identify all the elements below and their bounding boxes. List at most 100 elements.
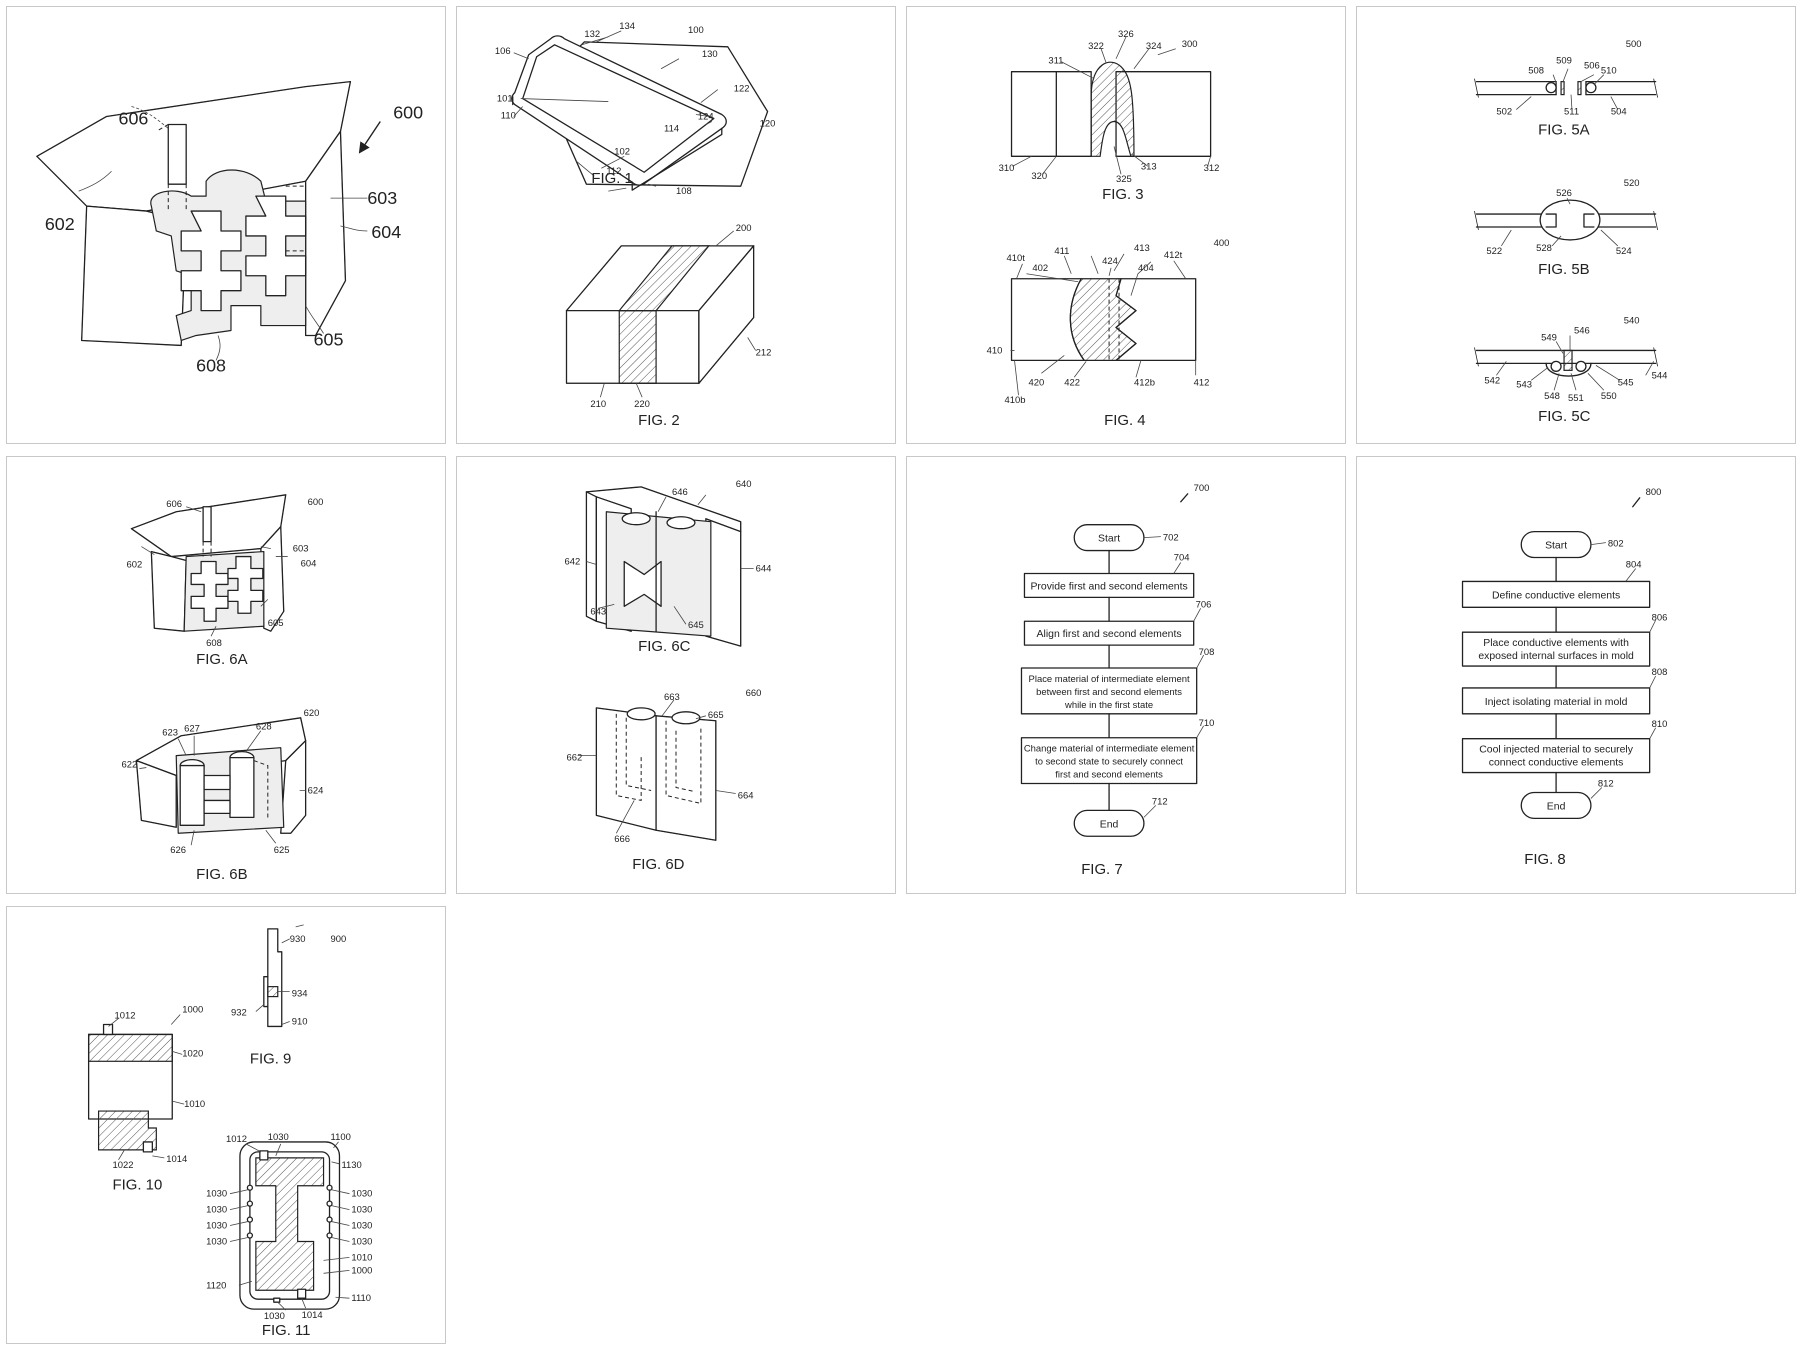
ref-702: 702 bbox=[1163, 533, 1179, 544]
contacts-1030 bbox=[246, 1184, 333, 1303]
ref-524: 524 bbox=[1616, 246, 1632, 257]
caption-fig-6d: FIG. 6D bbox=[632, 856, 684, 873]
ref-1030-right-2: 1030 bbox=[351, 1205, 372, 1216]
ref-528: 528 bbox=[1536, 243, 1552, 254]
ref-625: 625 bbox=[274, 845, 290, 856]
ref-627: 627 bbox=[184, 724, 200, 735]
flow-end-label-8: End bbox=[1547, 801, 1566, 812]
caption-fig-1: FIG. 1 bbox=[591, 170, 632, 187]
ref-110: 110 bbox=[501, 110, 516, 121]
ref-410t: 410t bbox=[1007, 253, 1026, 264]
ref-546: 546 bbox=[1574, 326, 1590, 337]
ref-624: 624 bbox=[308, 785, 324, 796]
ref-1020: 1020 bbox=[182, 1048, 203, 1059]
ref-604: 604 bbox=[371, 222, 401, 242]
ref-646: 646 bbox=[672, 487, 688, 498]
flow-start-label-8: Start bbox=[1545, 541, 1567, 552]
element-934 bbox=[267, 986, 279, 998]
ref-508: 508 bbox=[1528, 66, 1544, 77]
ref-130: 130 bbox=[702, 49, 718, 60]
ref-660: 660 bbox=[746, 688, 762, 699]
ref-1110: 1110 bbox=[351, 1293, 371, 1304]
figure-7-panel: 700 Start 702 Provide first and second e… bbox=[906, 456, 1346, 894]
flow-end-812 bbox=[1520, 791, 1592, 819]
caption-fig-3: FIG. 3 bbox=[1102, 186, 1143, 203]
flow-step-704-label: Provide first and second elements bbox=[1030, 581, 1187, 592]
ref-665: 665 bbox=[708, 710, 724, 721]
ref-1030-right-3: 1030 bbox=[351, 1221, 372, 1232]
ref-6a-603: 603 bbox=[293, 544, 309, 555]
ref-662: 662 bbox=[567, 753, 583, 764]
figure-9-10-11-panel: 930 900 934 932 910 FIG. 9 1012 1000 102… bbox=[6, 906, 446, 1344]
ref-1030-left-2: 1030 bbox=[206, 1205, 227, 1216]
ref-210: 210 bbox=[590, 399, 606, 410]
ref-6a-608: 608 bbox=[206, 638, 222, 649]
figure-3-4-drawing: 326 322 324 300 311 310 320 325 313 312 … bbox=[987, 29, 1230, 429]
flow-step-710-label-3: first and second elements bbox=[1055, 770, 1163, 781]
ref-402: 402 bbox=[1032, 263, 1048, 274]
ref-802: 802 bbox=[1608, 539, 1624, 550]
ref-1030-right-1: 1030 bbox=[351, 1189, 372, 1200]
ref-322: 322 bbox=[1088, 41, 1104, 52]
ref-100: 100 bbox=[688, 25, 704, 36]
ref-1030-left-3: 1030 bbox=[206, 1221, 227, 1232]
figure-6a-6b-drawing: 606 600 602 603 604 605 608 FIG. 6A 620 … bbox=[121, 494, 324, 883]
ref-424: 424 bbox=[1102, 256, 1118, 267]
ref-712: 712 bbox=[1152, 796, 1168, 807]
caption-fig-8: FIG. 8 bbox=[1524, 851, 1565, 868]
ref-120: 120 bbox=[760, 118, 776, 129]
ref-1012-fig11: 1012 bbox=[226, 1134, 247, 1145]
ref-544: 544 bbox=[1652, 370, 1668, 381]
flow-step-810 bbox=[1461, 738, 1651, 774]
flow-step-708-label-3: while in the first state bbox=[1064, 700, 1153, 711]
ref-122: 122 bbox=[734, 84, 750, 95]
ref-506: 506 bbox=[1584, 61, 1600, 72]
ref-522: 522 bbox=[1486, 246, 1502, 257]
ref-543: 543 bbox=[1516, 379, 1532, 390]
ref-812: 812 bbox=[1598, 778, 1614, 789]
ref-640: 640 bbox=[736, 479, 752, 490]
ref-1120: 1120 bbox=[206, 1280, 226, 1291]
figure-1-2-panel: 100 132 134 106 130 101 110 122 124 120 … bbox=[456, 6, 896, 444]
ref-620: 620 bbox=[304, 708, 320, 719]
ref-502: 502 bbox=[1496, 107, 1512, 118]
ref-325: 325 bbox=[1116, 174, 1132, 185]
ref-1014-fig11: 1014 bbox=[302, 1310, 323, 1321]
ref-540: 540 bbox=[1624, 316, 1640, 327]
ref-545: 545 bbox=[1618, 377, 1634, 388]
ref-300: 300 bbox=[1182, 39, 1198, 50]
ref-932: 932 bbox=[231, 1008, 247, 1019]
flow-step-706-label: Align first and second elements bbox=[1037, 629, 1182, 640]
caption-fig-6c: FIG. 6C bbox=[638, 638, 690, 655]
flow-start-label: Start bbox=[1098, 534, 1120, 545]
ref-623: 623 bbox=[162, 728, 178, 739]
figure-6-drawing: 600 606 602 603 604 605 608 bbox=[36, 81, 423, 375]
caption-fig-11: FIG. 11 bbox=[262, 1322, 311, 1339]
ref-500: 500 bbox=[1626, 39, 1642, 50]
flow-step-710-label-1: Change material of intermediate element bbox=[1024, 744, 1195, 755]
ref-800: 800 bbox=[1646, 487, 1662, 498]
ref-549: 549 bbox=[1541, 332, 1557, 343]
figure-8-flowchart: 800 Start 802 Define conductive elements… bbox=[1461, 487, 1667, 868]
caption-fig-7: FIG. 7 bbox=[1081, 861, 1122, 878]
flow-end-label: End bbox=[1100, 819, 1119, 830]
flow-end-712 bbox=[1073, 809, 1145, 837]
ref-608: 608 bbox=[196, 355, 226, 375]
ref-704: 704 bbox=[1174, 553, 1190, 564]
ref-411: 411 bbox=[1054, 246, 1069, 257]
ref-112: 112 bbox=[606, 166, 621, 177]
ref-1030-left-1: 1030 bbox=[206, 1189, 227, 1200]
ref-526: 526 bbox=[1556, 188, 1572, 199]
figure-6c-6d-drawing: 640 646 642 644 643 645 FIG. 6C 660 663 … bbox=[565, 479, 772, 873]
ref-108: 108 bbox=[676, 186, 692, 197]
element-1010-fig11 bbox=[255, 1157, 325, 1291]
ref-606: 606 bbox=[118, 108, 148, 128]
figure-6c-6d-panel: 640 646 642 644 643 645 FIG. 6C 660 663 … bbox=[456, 456, 896, 894]
ref-1000: 1000 bbox=[182, 1005, 203, 1016]
figure-9-10-11-drawing: 930 900 934 932 910 FIG. 9 1012 1000 102… bbox=[87, 924, 372, 1339]
ref-934: 934 bbox=[292, 989, 308, 1000]
ref-642: 642 bbox=[565, 557, 581, 568]
figure-3-4-panel: 326 322 324 300 311 310 320 325 313 312 … bbox=[906, 6, 1346, 444]
ref-410b: 410b bbox=[1005, 395, 1026, 406]
ref-412: 412 bbox=[1194, 377, 1210, 388]
